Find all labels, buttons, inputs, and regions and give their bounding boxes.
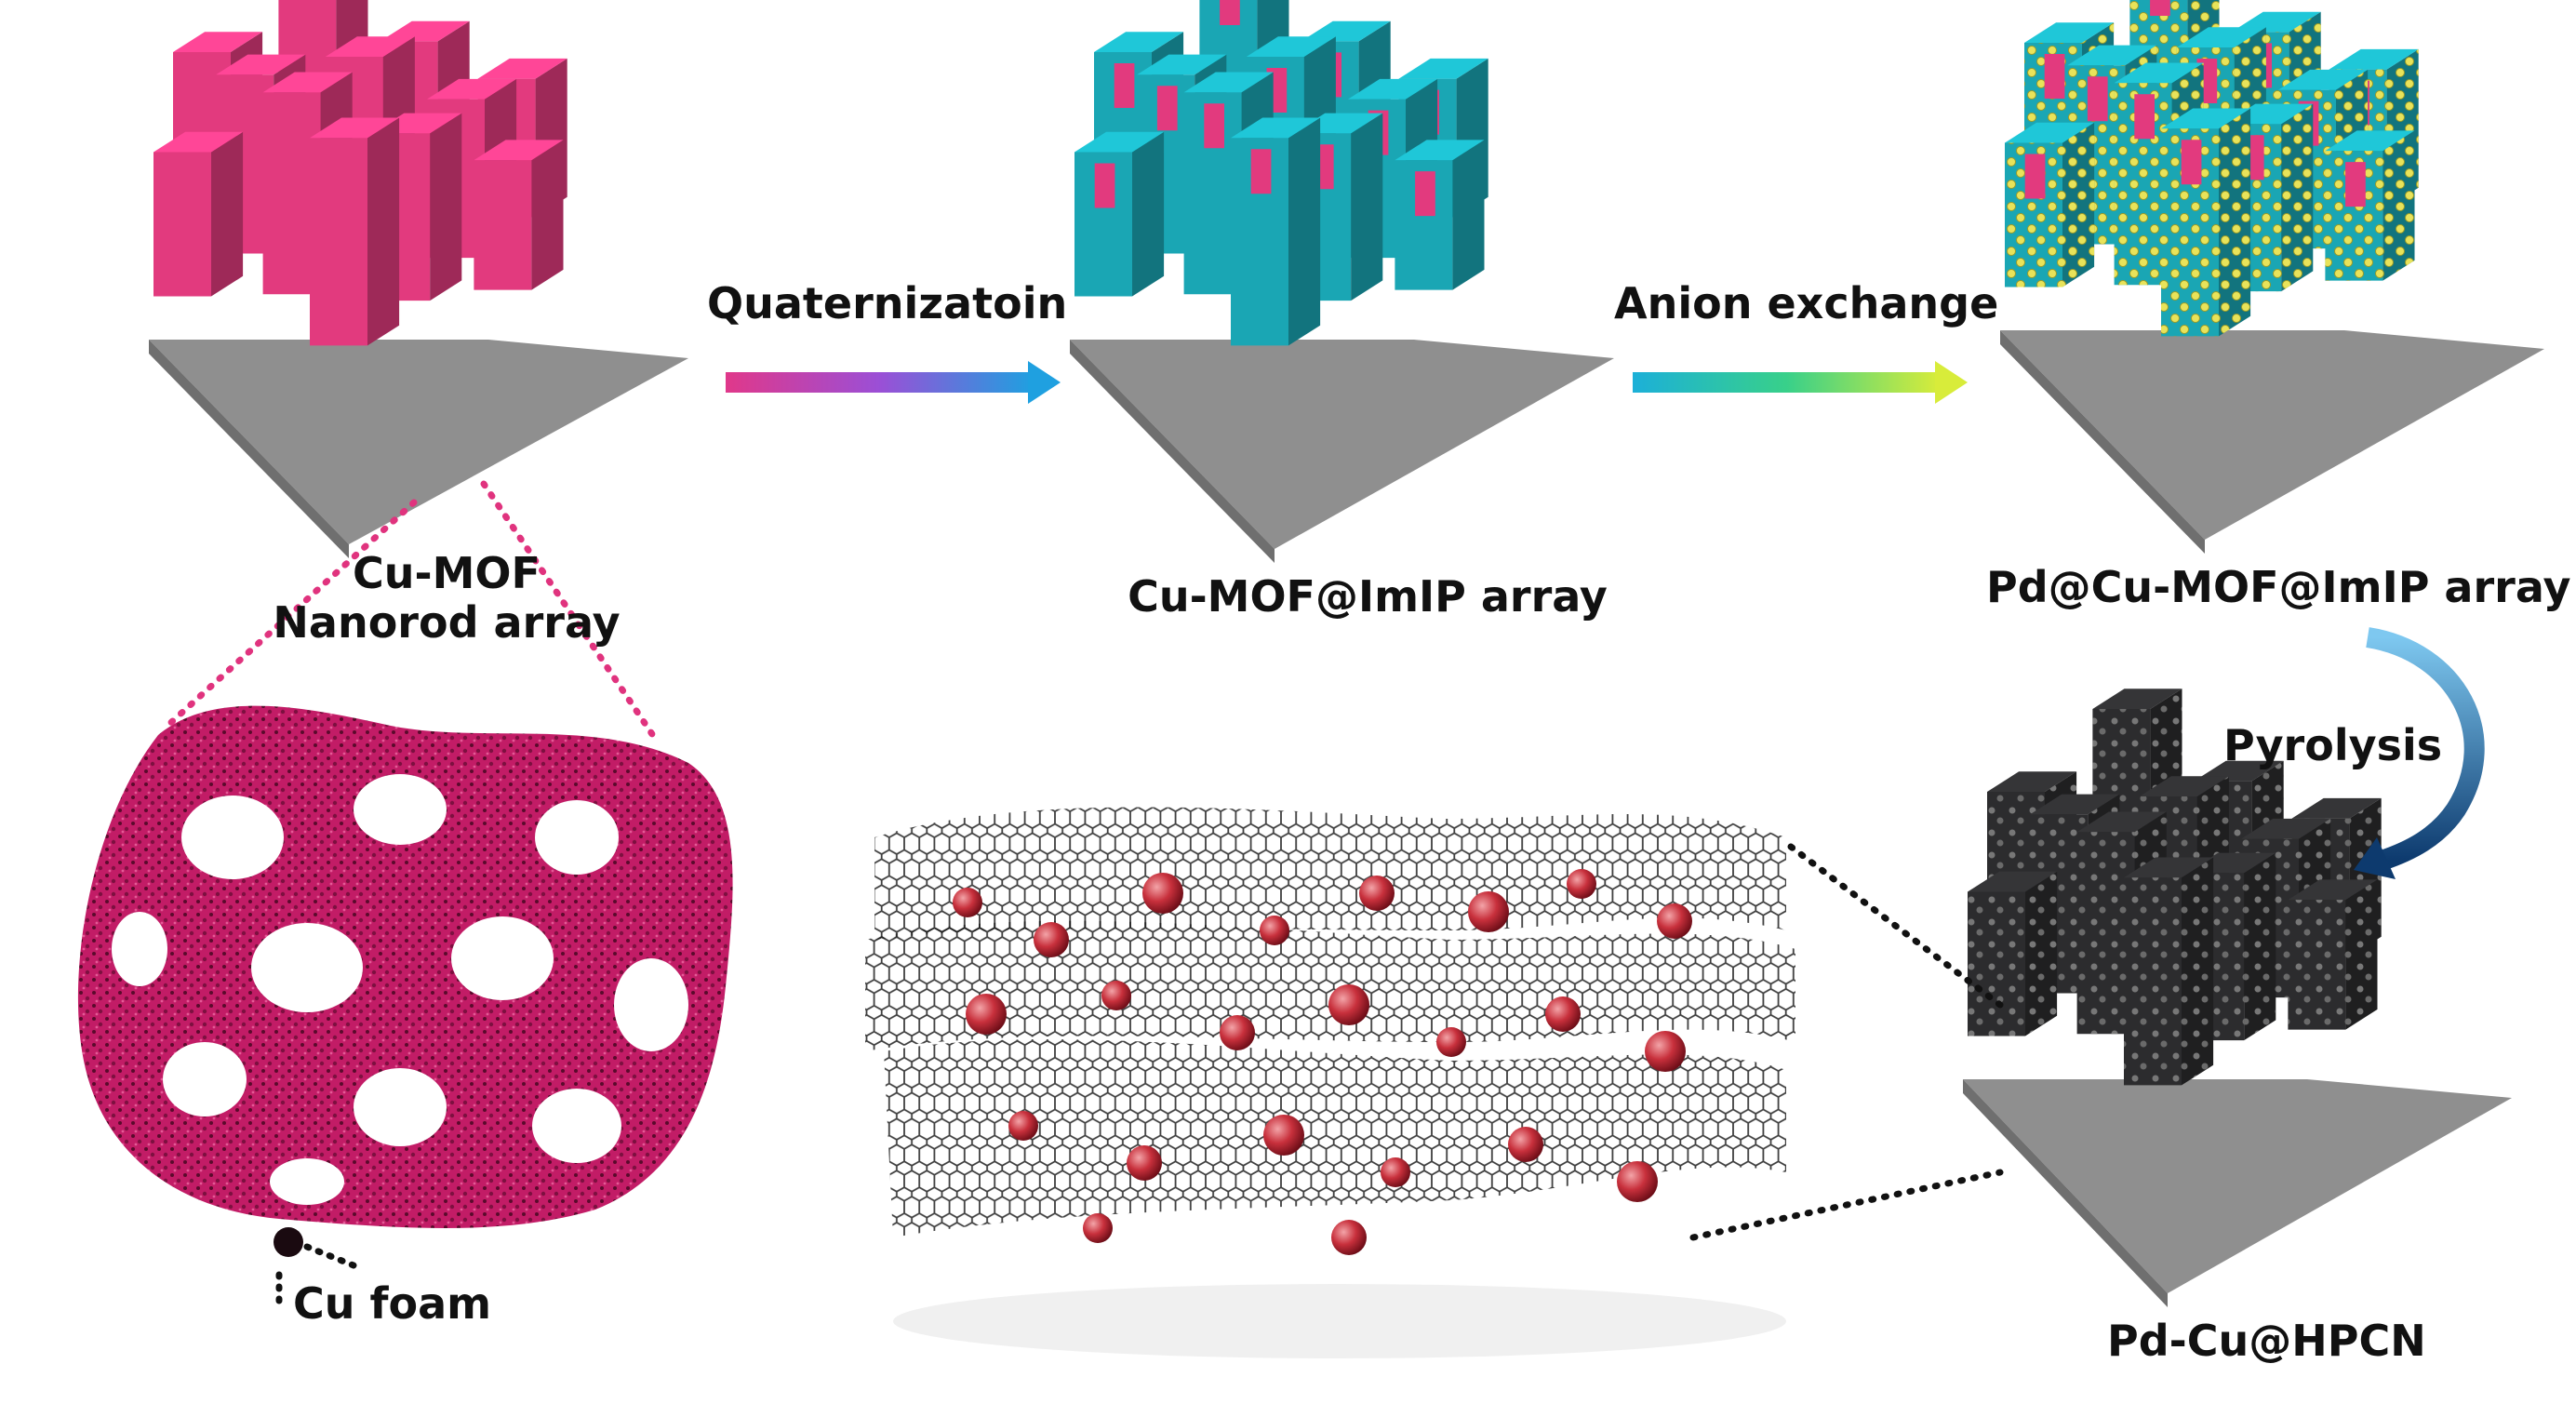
rod-mof-core [2045,54,2065,99]
pd-cu-nanoparticle [1083,1213,1113,1243]
rod-mof-core [1220,0,1240,25]
rod-front-face [474,160,531,290]
pd-cu-nanoparticle [1328,984,1369,1025]
rod-surface-particles [2124,877,2182,1085]
rod-surface-particles [2062,123,2094,287]
pd-cu-hpcn-label: Pd-Cu@HPCN [2107,1317,2426,1366]
pd-cu-nanoparticle [1220,1015,1255,1050]
rod-side-face [531,140,563,289]
pd-cu-nanoparticle [1545,996,1581,1032]
rod-side-face [211,132,243,297]
rod-side-face [430,114,461,301]
cu-mof-imip-array-illustration [1070,0,1614,563]
pd-cu-nanoparticle [1331,1220,1367,1255]
rod-mof-core [2088,76,2108,121]
pd-cu-nanoparticle [1645,1031,1686,1072]
rod-side-face [1351,114,1382,301]
rod-surface-particles [2382,130,2414,280]
pd-cu-mof-imip-array-illustration [2000,0,2544,554]
cu-mof-label: Cu-MOF Nanorod array [251,549,642,648]
rod-front-face [310,138,367,345]
cu-foam-illustration [78,706,733,1257]
quaternization-arrow [726,361,1061,404]
pd-cu-nanoparticle [1260,916,1289,945]
rod-mof-core [2345,162,2366,207]
pd-cu-nanoparticle [1008,1111,1038,1141]
rod-mof-core [1251,149,1272,194]
rod-surface-particles [1968,892,2025,1036]
rod-surface-particles [2244,853,2276,1041]
pd-cu-nanoparticle [1657,903,1692,939]
pd-cu-nanoparticle [953,888,982,917]
pd-cu-nanoparticle [966,994,1007,1035]
rod-mof-core [2025,154,2046,199]
rod-mof-core [1204,103,1224,148]
rod-surface-particles [2182,858,2213,1086]
rod-mof-core [1157,86,1178,130]
porous-carbon-nanosheet-illustration [865,808,1795,1359]
rod-mof-core [1415,171,1435,216]
cu-mof-label-line1: Cu-MOF [251,549,642,598]
quaternization-label: Quaternizatoin [707,279,1067,328]
pd-cu-nanoparticle [1508,1127,1543,1162]
pyrolysis-label: Pyrolysis [2223,721,2442,770]
rod-mof-core [2150,0,2170,16]
rod-mof-core [2182,140,2202,184]
rod-surface-particles [2219,109,2250,337]
cu-mof-label-line2: Nanorod array [251,598,642,648]
rod-front-face [153,153,211,297]
pd-cu-nanoparticle [1101,981,1131,1010]
rod-side-face [367,118,399,346]
pd-cu-nanoparticle [1034,922,1069,957]
anion-exchange-arrow [1633,361,1968,404]
cu-foam-label: Cu foam [293,1279,491,1329]
cu-mof-imip-label: Cu-MOF@ImIP array [1107,572,1628,622]
pd-cu-nanoparticle [1468,891,1509,932]
pd-cu-nanoparticle [1263,1115,1304,1156]
rod-mof-core [1095,164,1115,208]
pd-cu-nanoparticle [1436,1027,1466,1057]
rod-mof-core [1114,63,1135,108]
rod-side-face [1452,140,1484,289]
anion-exchange-label: Anion exchange [1614,279,1998,328]
pd-cu-nanoparticle [1142,873,1183,914]
rod-surface-particles [2281,104,2313,292]
rod-surface-particles [2288,900,2345,1030]
rod-surface-particles [2345,879,2377,1029]
pd-cu-nanoparticle [1359,876,1395,911]
cu-mof-nanorod-array-illustration [149,0,688,558]
rod-side-face [1288,118,1320,346]
pd-cu-nanoparticle [1567,869,1596,899]
rod-mof-core [2134,94,2155,139]
pd-cu-hpcn-array-illustration [1963,689,2512,1307]
pd-cu-nanoparticle [1127,1145,1162,1181]
rod-side-face [1132,132,1164,297]
rod-surface-particles [2025,872,2057,1036]
pd-cu-nanoparticle [1381,1157,1410,1187]
pd-cu-mof-imip-label: Pd@Cu-MOF@ImIP array [1986,563,2570,612]
pd-cu-nanoparticle [1617,1161,1658,1202]
